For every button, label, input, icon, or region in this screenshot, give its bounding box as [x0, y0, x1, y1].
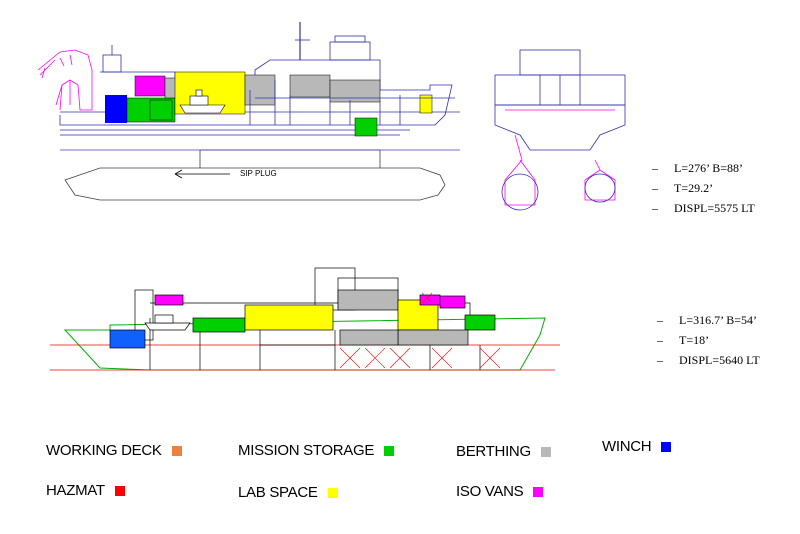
legend-swatch	[533, 486, 544, 497]
legend-winch: WINCH	[602, 438, 672, 455]
small-boat-upper	[179, 89, 226, 114]
lower-spec-draft: –T=18’	[657, 333, 710, 347]
upper-spec-draft: –T=29.2’	[652, 181, 714, 195]
plug-label: SIP PLUG	[240, 169, 277, 178]
legend-hazmat: HAZMAT	[46, 482, 125, 499]
legend-swatch	[171, 445, 182, 456]
legend-mission-storage: MISSION STORAGE	[238, 442, 395, 459]
legend-swatch	[114, 485, 125, 496]
legend-berthing: BERTHING	[456, 443, 551, 460]
legend-swatch	[327, 487, 338, 498]
legend-lab-space: LAB SPACE	[238, 484, 338, 501]
legend-swatch	[540, 446, 551, 457]
sip-plug-arrow: SIP PLUG	[174, 169, 277, 179]
hatched-compartments	[339, 292, 501, 369]
legend-swatch	[661, 441, 672, 452]
lower-ship-profile	[50, 267, 560, 371]
lower-spec-length-beam: –L=316.7’ B=54’	[657, 313, 757, 327]
upper-spec-displacement: –DISPL=5575 LT	[652, 201, 755, 215]
upper-ship-section	[494, 49, 626, 211]
lower-spec-displacement: –DISPL=5640 LT	[657, 353, 760, 367]
legend-working-deck: WORKING DECK	[46, 442, 182, 459]
upper-ship-profile	[37, 22, 460, 201]
upper-spec-length-beam: –L=276’ B=88’	[652, 161, 743, 175]
small-boat-lower	[144, 314, 191, 331]
legend-swatch	[384, 445, 395, 456]
legend-iso-vans: ISO VANS	[456, 483, 544, 500]
crane	[37, 49, 93, 111]
